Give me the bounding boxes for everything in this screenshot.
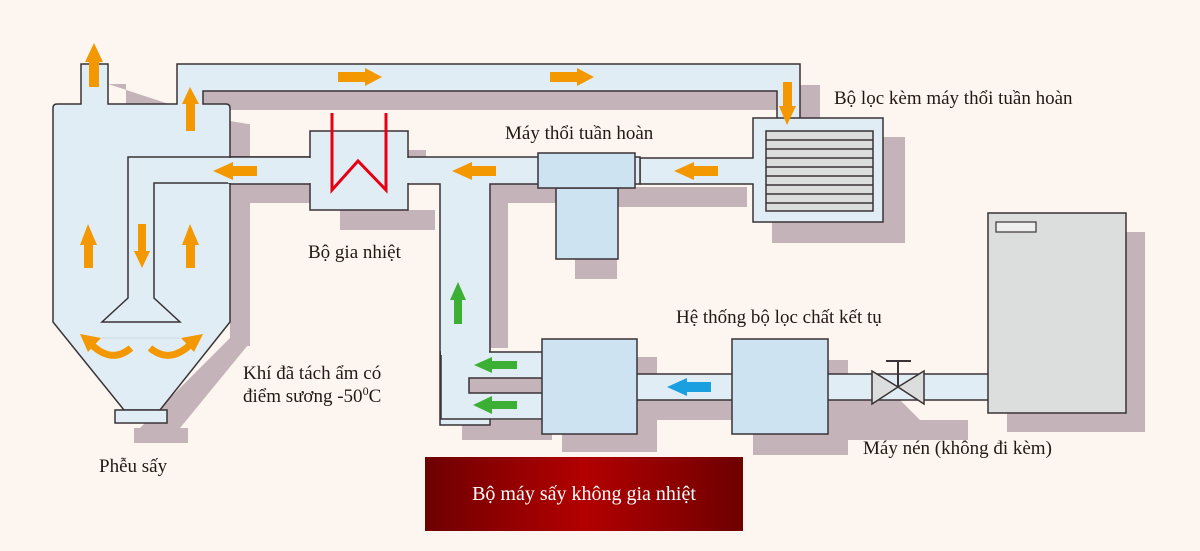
riser-shadow	[488, 183, 508, 348]
banner-title: Bộ máy sấy không gia nhiệt	[472, 483, 696, 505]
compressor-body	[987, 212, 1127, 414]
non-heated-dryer-unit[interactable]	[541, 338, 638, 435]
arrow-down-icon	[134, 224, 150, 268]
arrow-down-icon	[779, 82, 796, 125]
heater[interactable]	[307, 113, 411, 211]
pipe-shadow-1	[230, 183, 310, 203]
label-dehumidified-air-line2: điểm sương -500C	[243, 384, 381, 407]
dry-air-arrow-left-icon	[474, 357, 517, 373]
compressed-air-arrow-left-icon	[667, 378, 711, 396]
arrow-right-icon	[550, 68, 594, 86]
heater-shadow	[340, 210, 435, 230]
dryer-splitter	[469, 378, 545, 393]
arrow-up-icon	[182, 224, 199, 268]
curved-arrow-left-icon	[89, 342, 134, 359]
filter-fins	[766, 139, 873, 204]
arrow-left-icon	[674, 162, 718, 180]
blower-pipe-shadow	[617, 187, 747, 207]
dryer-hopper[interactable]	[52, 63, 801, 424]
label-dryer-hopper: Phễu sấy	[99, 456, 168, 477]
arrow-left-icon	[213, 162, 257, 180]
arrow-up-icon	[80, 224, 97, 268]
label-dehumidified-air-line1: Khí đã tách ẩm có	[243, 363, 381, 384]
dry-air-arrow-left-icon	[473, 396, 517, 414]
exhaust-arrow-icon	[85, 43, 103, 87]
heater-body	[309, 130, 409, 211]
curved-arrow-right-icon	[147, 342, 193, 359]
top-pipe-shadow	[203, 91, 777, 110]
hopper-outlet	[114, 409, 168, 424]
arrow-right-icon	[338, 68, 382, 86]
label-filter-with-blower: Bộ lọc kèm máy thổi tuần hoàn	[834, 88, 1073, 109]
blower-motor	[555, 187, 619, 260]
compressor-panel	[995, 221, 1037, 233]
condensate-filter-unit[interactable]	[731, 338, 829, 435]
circulation-blower[interactable]	[537, 152, 636, 260]
label-circulation-blower: Máy thổi tuần hoàn	[505, 123, 654, 144]
banner-background	[425, 457, 743, 531]
arrow-up-icon	[182, 87, 199, 131]
title-banner: Bộ máy sấy không gia nhiệt	[425, 457, 743, 531]
label-heater: Bộ gia nhiệt	[308, 242, 402, 263]
mid-pipe-shadow	[637, 400, 735, 420]
valve-icon[interactable]	[871, 360, 925, 406]
label-condensate-filter-system: Hệ thống bộ lọc chất kết tụ	[676, 307, 882, 328]
flow-arrows	[80, 43, 796, 414]
valve-shadow	[828, 400, 968, 440]
filter-unit[interactable]	[639, 117, 884, 223]
label-compressor: Máy nén (không đi kèm)	[863, 438, 1052, 459]
hopper-body	[52, 63, 801, 411]
compressor[interactable]	[987, 212, 1127, 414]
arrow-left-icon	[452, 162, 496, 180]
heater-element-icon	[330, 113, 388, 194]
filter-element	[765, 130, 874, 212]
blower-head	[537, 152, 636, 189]
dry-air-arrow-up-icon	[450, 282, 466, 324]
